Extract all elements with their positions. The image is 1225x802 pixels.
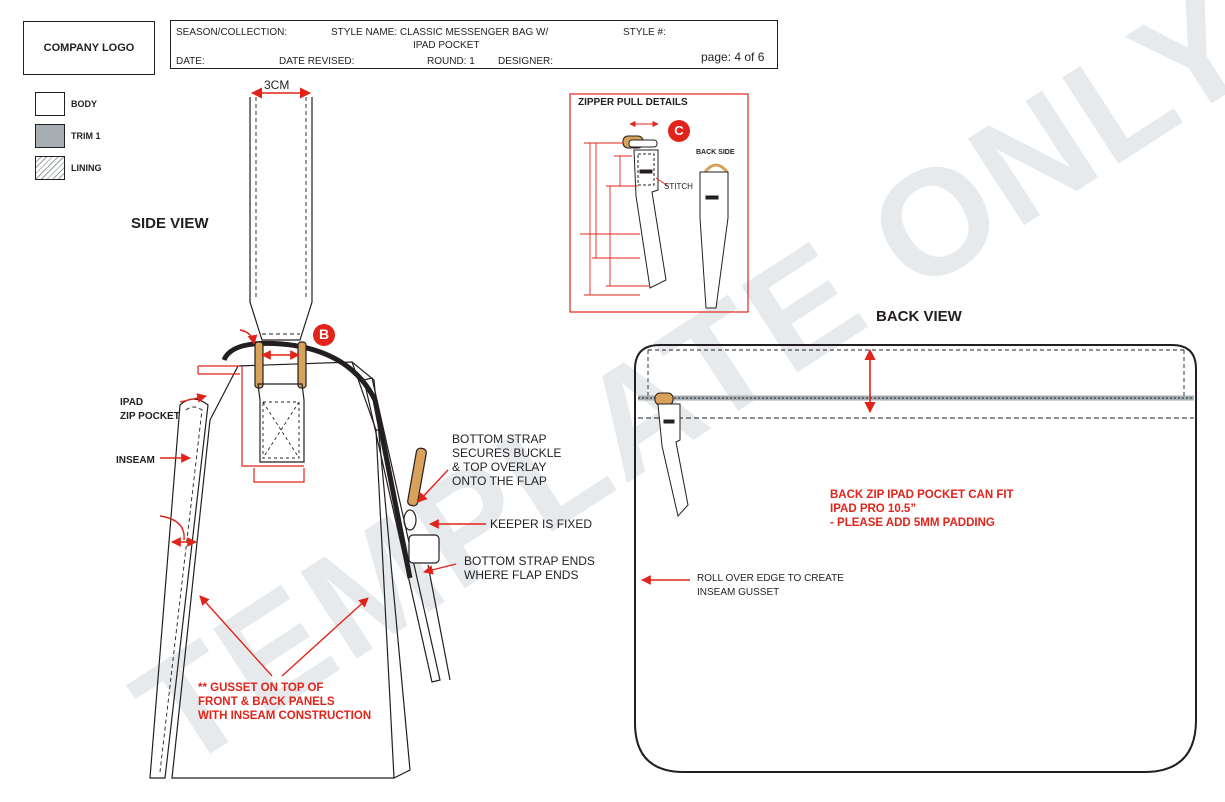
ipad-label-line1: IPAD bbox=[120, 397, 144, 408]
side-view-drawing bbox=[149, 87, 451, 779]
body-swatch bbox=[35, 92, 65, 116]
season-field: SEASON/COLLECTION: bbox=[176, 27, 288, 38]
style-number-field: STYLE #: bbox=[623, 27, 666, 38]
inseam-label: INSEAM bbox=[116, 455, 155, 466]
side-view-arrows bbox=[159, 329, 486, 677]
ipad-label-line2: ZIP POCKET bbox=[120, 411, 180, 422]
callout-b-circle bbox=[313, 324, 335, 346]
lining-swatch bbox=[35, 156, 65, 180]
round-field: ROUND: 1 bbox=[427, 56, 475, 67]
strap-ends-line2: WHERE FLAP ENDS bbox=[464, 568, 579, 582]
gusset-line2: FRONT & BACK PANELS bbox=[198, 696, 335, 708]
zipper-pull-front bbox=[622, 135, 667, 289]
back-side-label: BACK SIDE bbox=[696, 149, 735, 156]
trim-swatch bbox=[35, 124, 65, 148]
zipper-detail-title: ZIPPER PULL DETAILS bbox=[578, 97, 688, 108]
callout-b-label: B bbox=[318, 326, 330, 342]
roll-over-note: ROLL OVER EDGE TO CREATE INSEAM GUSSET bbox=[697, 572, 844, 600]
legend-body: BODY bbox=[35, 92, 97, 116]
bottom-strap-line2: SECURES BUCKLE bbox=[452, 446, 562, 460]
bottom-strap-line1: BOTTOM STRAP bbox=[452, 432, 547, 446]
strap-ends-note: BOTTOM STRAP ENDS WHERE FLAP ENDS bbox=[464, 554, 595, 582]
gusset-note: ** GUSSET ON TOP OF FRONT & BACK PANELS … bbox=[198, 681, 371, 723]
callout-c-label: C bbox=[674, 123, 684, 138]
buckle-ring bbox=[403, 509, 417, 531]
date-field: DATE: bbox=[176, 56, 205, 67]
ipad-fit-line2: IPAD PRO 10.5” bbox=[830, 503, 917, 515]
keeper bbox=[408, 534, 440, 564]
strap-width-label: 3CM bbox=[264, 78, 290, 92]
roll-over-line2: INSEAM GUSSET bbox=[697, 587, 780, 598]
spec-header: SEASON/COLLECTION: STYLE NAME: CLASSIC M… bbox=[170, 20, 778, 69]
side-view-title: SIDE VIEW bbox=[131, 215, 209, 232]
buckle-tongue bbox=[407, 447, 427, 507]
ipad-fit-note: BACK ZIP IPAD POCKET CAN FIT IPAD PRO 10… bbox=[830, 488, 1014, 530]
style-name-line2: IPAD POCKET bbox=[413, 40, 480, 51]
back-view-drawing bbox=[634, 344, 1197, 773]
ipad-fit-line1: BACK ZIP IPAD POCKET CAN FIT bbox=[830, 489, 1014, 501]
date-revised-field: DATE REVISED: bbox=[279, 56, 355, 67]
left-loop bbox=[254, 341, 264, 389]
bottom-strap-line3: & TOP OVERLAY bbox=[452, 460, 547, 474]
callout-c-circle bbox=[668, 120, 690, 142]
gusset-line1: ** GUSSET ON TOP OF bbox=[198, 682, 324, 694]
back-view-title: BACK VIEW bbox=[876, 308, 962, 325]
ipad-fit-line3: - PLEASE ADD 5MM PADDING bbox=[830, 517, 995, 529]
top-binding bbox=[221, 340, 413, 579]
roll-over-line1: ROLL OVER EDGE TO CREATE bbox=[697, 573, 844, 584]
legend-lining-label: LINING bbox=[71, 163, 102, 173]
right-loop bbox=[297, 341, 307, 389]
legend-trim-label: TRIM 1 bbox=[71, 131, 101, 141]
strap-anchor-patch bbox=[257, 383, 305, 463]
zipper-detail-frame bbox=[569, 93, 749, 313]
style-name-field: STYLE NAME: CLASSIC MESSENGER BAG W/ bbox=[331, 27, 549, 38]
page-number: page: 4 of 6 bbox=[701, 50, 765, 64]
gusset-line3: WITH INSEAM CONSTRUCTION bbox=[198, 710, 372, 722]
shoulder-strap bbox=[249, 97, 313, 341]
legend-lining: LINING bbox=[35, 156, 102, 180]
bottom-strap-line4: ONTO THE FLAP bbox=[452, 474, 547, 488]
zipper-dimensions bbox=[580, 120, 669, 296]
designer-field: DESIGNER: bbox=[498, 56, 554, 67]
legend-trim: TRIM 1 bbox=[35, 124, 101, 148]
legend-body-label: BODY bbox=[71, 99, 98, 109]
strap-ends-line1: BOTTOM STRAP ENDS bbox=[464, 554, 595, 568]
company-logo: COMPANY LOGO bbox=[23, 21, 155, 75]
keeper-note: KEEPER IS FIXED bbox=[490, 517, 593, 531]
stitch-label: STITCH bbox=[664, 182, 693, 191]
flap bbox=[363, 377, 441, 683]
ipad-pocket-label: IPAD ZIP POCKET bbox=[120, 396, 180, 424]
bottom-strap-note: BOTTOM STRAP SECURES BUCKLE & TOP OVERLA… bbox=[452, 432, 561, 488]
zipper-pull-back bbox=[699, 163, 729, 309]
